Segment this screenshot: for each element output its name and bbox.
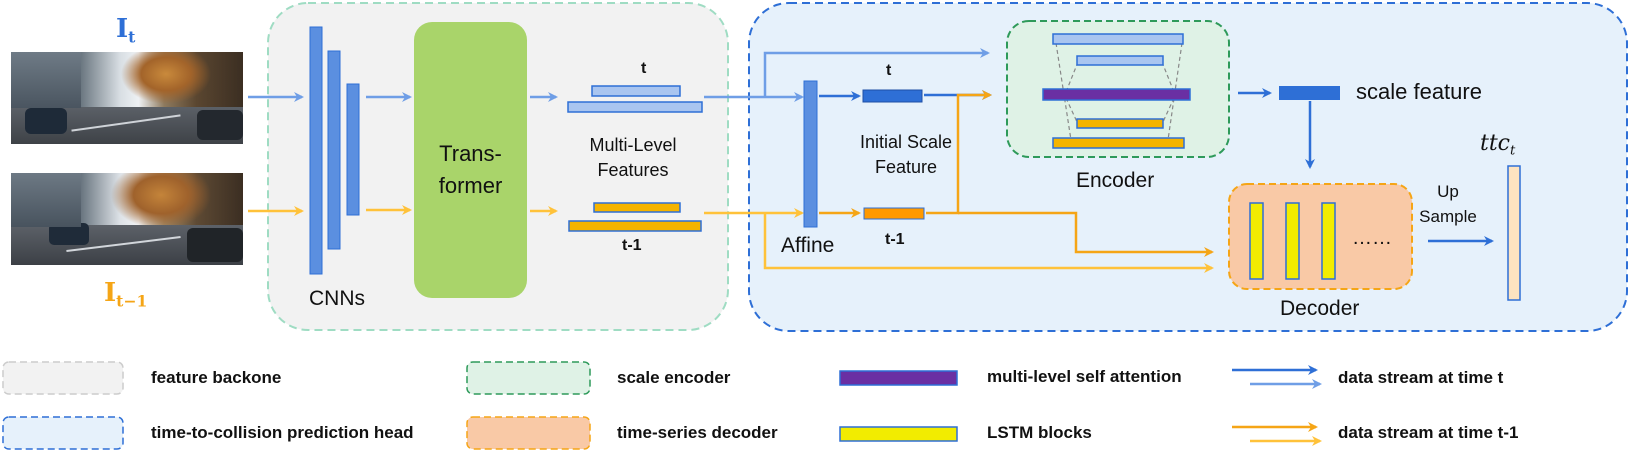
lstm-block-1 bbox=[1249, 202, 1264, 280]
lstm-block-3 bbox=[1321, 202, 1336, 280]
feature-t-short bbox=[591, 85, 681, 97]
multi-level-line2: Features bbox=[597, 160, 669, 180]
encoder-layer-3 bbox=[1076, 118, 1164, 129]
transformer-label: Trans- former bbox=[414, 138, 527, 202]
time-series-decoder-swatch bbox=[466, 416, 591, 450]
upsample-line2: Sample bbox=[1419, 207, 1477, 226]
initial-scale-prev-bar bbox=[863, 207, 925, 220]
legend-lstm-blocks: LSTM blocks bbox=[987, 423, 1092, 442]
self-attention-swatch bbox=[839, 370, 958, 386]
feature-prev-label: t-1 bbox=[622, 237, 642, 254]
upsample-label: Up Sample bbox=[1413, 179, 1483, 229]
scale-t-label: t bbox=[886, 62, 892, 79]
transformer-block bbox=[414, 22, 527, 298]
cnn-bar-3 bbox=[346, 83, 360, 216]
legend-data-stream-prev: data stream at time t-1 bbox=[1338, 423, 1519, 442]
transformer-label-line1: Trans- bbox=[439, 141, 502, 166]
cnn-label: CNNs bbox=[309, 287, 365, 310]
frame-prev-image bbox=[11, 173, 243, 265]
lstm-block-2 bbox=[1285, 202, 1300, 280]
scale-feature-bar bbox=[1279, 86, 1340, 100]
multi-level-features-label: Multi-Level Features bbox=[573, 133, 693, 183]
legend-prediction-head: time-to-collision prediction head bbox=[151, 423, 414, 442]
frame-t-image bbox=[11, 52, 243, 144]
prediction-head-swatch bbox=[2, 416, 124, 450]
frame-t-symbol: It bbox=[116, 14, 136, 47]
upsample-line1: Up bbox=[1437, 182, 1459, 201]
frame-prev-symbol: It−1 bbox=[104, 278, 148, 311]
scale-encoder-swatch bbox=[466, 361, 591, 395]
line-feature-prev-to-decoder bbox=[763, 213, 1214, 273]
decoder-ellipsis: …… bbox=[1352, 227, 1392, 249]
line-scale-prev-decoder bbox=[958, 211, 1214, 257]
initial-scale-line1: Initial Scale bbox=[859, 132, 953, 152]
feature-t-label: t bbox=[641, 60, 647, 77]
line-scale-prev-up bbox=[926, 90, 992, 215]
scale-prev-label: t-1 bbox=[885, 231, 905, 248]
time-series-decoder-panel bbox=[1228, 183, 1413, 290]
decoder-label: Decoder bbox=[1280, 297, 1360, 320]
encoder-internals bbox=[1042, 33, 1191, 149]
legend-data-stream-t: data stream at time t bbox=[1338, 368, 1504, 387]
cnn-bar-2 bbox=[327, 50, 341, 250]
encoder-layer-1 bbox=[1052, 33, 1184, 45]
feature-prev-long bbox=[568, 220, 702, 232]
legend-self-attention: multi-level self attention bbox=[987, 367, 1182, 386]
affine-bar bbox=[803, 80, 818, 228]
encoder-label: Encoder bbox=[1076, 169, 1155, 192]
feature-t-long bbox=[567, 101, 703, 113]
initial-scale-t-bar bbox=[862, 89, 923, 103]
output-label: ttct bbox=[1480, 131, 1516, 159]
initial-scale-line2: Feature bbox=[874, 157, 938, 177]
lstm-swatch bbox=[839, 426, 958, 442]
legend-feature-backbone: feature backone bbox=[151, 368, 282, 387]
encoder-layer-4 bbox=[1052, 137, 1185, 149]
multi-level-line1: Multi-Level bbox=[589, 135, 677, 155]
feature-prev-short bbox=[593, 202, 681, 213]
affine-label: Affine bbox=[781, 234, 835, 257]
transformer-label-line2: former bbox=[438, 173, 503, 198]
feature-backbone-swatch bbox=[2, 361, 124, 395]
initial-scale-feature-label: Initial Scale Feature bbox=[846, 130, 966, 180]
line-feature-t-to-encoder bbox=[763, 48, 990, 97]
scale-feature-label: scale feature bbox=[1356, 79, 1482, 104]
legend-scale-encoder: scale encoder bbox=[617, 368, 731, 387]
encoder-self-attention bbox=[1042, 88, 1191, 101]
encoder-layer-2 bbox=[1076, 55, 1164, 66]
output-bar bbox=[1507, 165, 1521, 301]
cnn-bar-1 bbox=[309, 26, 323, 275]
legend-time-series-decoder: time-series decoder bbox=[617, 423, 778, 442]
